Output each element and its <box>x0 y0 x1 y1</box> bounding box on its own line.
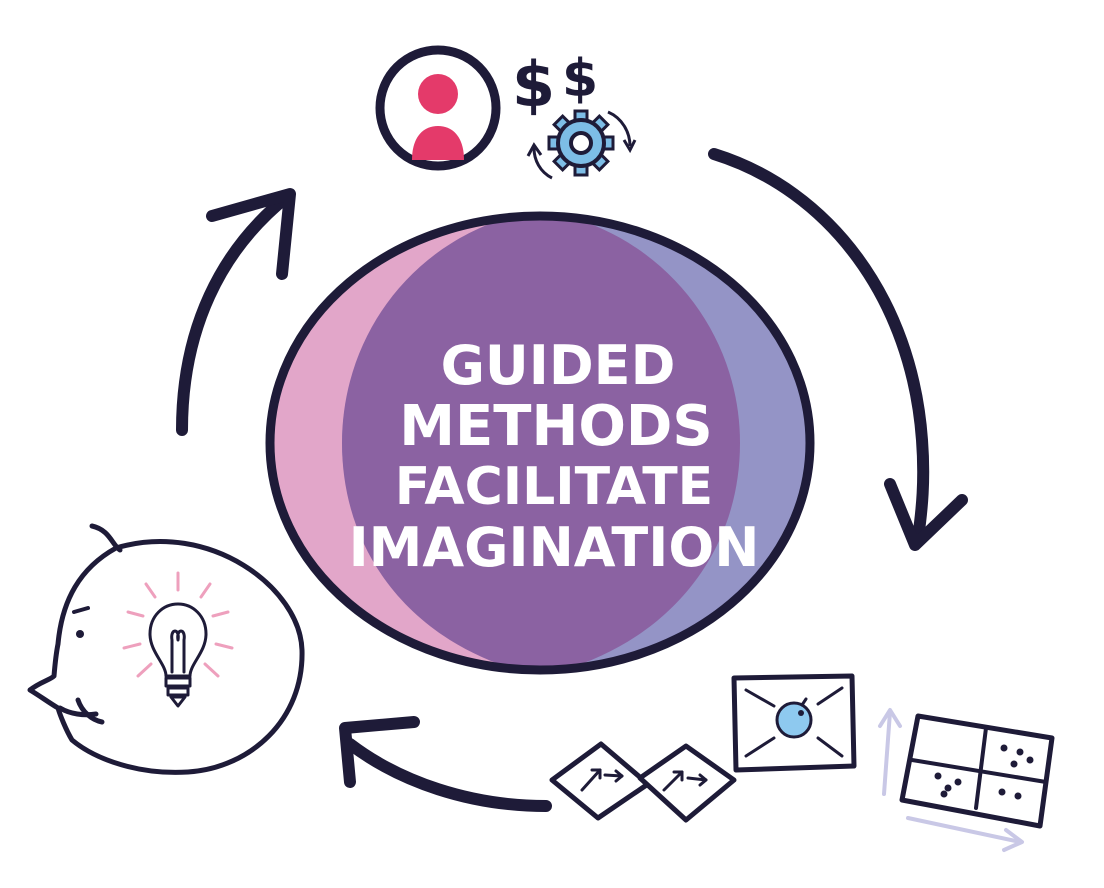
title-line-3: FACILITATE <box>395 457 713 517</box>
dollar-icon: $ $ <box>512 48 598 121</box>
cycle-arrow-left <box>176 188 296 436</box>
dollar-sign-1: $ <box>512 48 555 121</box>
circle-outline <box>265 211 815 675</box>
diagram-title: GUIDED METHODS FACILITATE IMAGINATION <box>349 334 760 579</box>
quadrant-chart-icon <box>878 708 1055 852</box>
cycle-arrow-bottom <box>339 716 552 812</box>
target-frame-icon <box>731 673 857 773</box>
title-line-2: METHODS <box>399 394 712 459</box>
central-venn-circle <box>265 211 815 675</box>
title-line-1: GUIDED <box>441 334 676 397</box>
title-line-4: IMAGINATION <box>349 516 760 579</box>
thinking-head-icon <box>27 523 305 775</box>
cycle-arrow-right <box>708 148 968 551</box>
gear-cycle-icon <box>526 109 637 180</box>
person-avatar-icon <box>375 45 501 171</box>
storyboard-cards-icon <box>549 741 737 823</box>
dollar-sign-2: $ <box>562 49 598 109</box>
lightbulb-icon <box>122 571 234 708</box>
overlap-purple-lens <box>342 216 740 670</box>
